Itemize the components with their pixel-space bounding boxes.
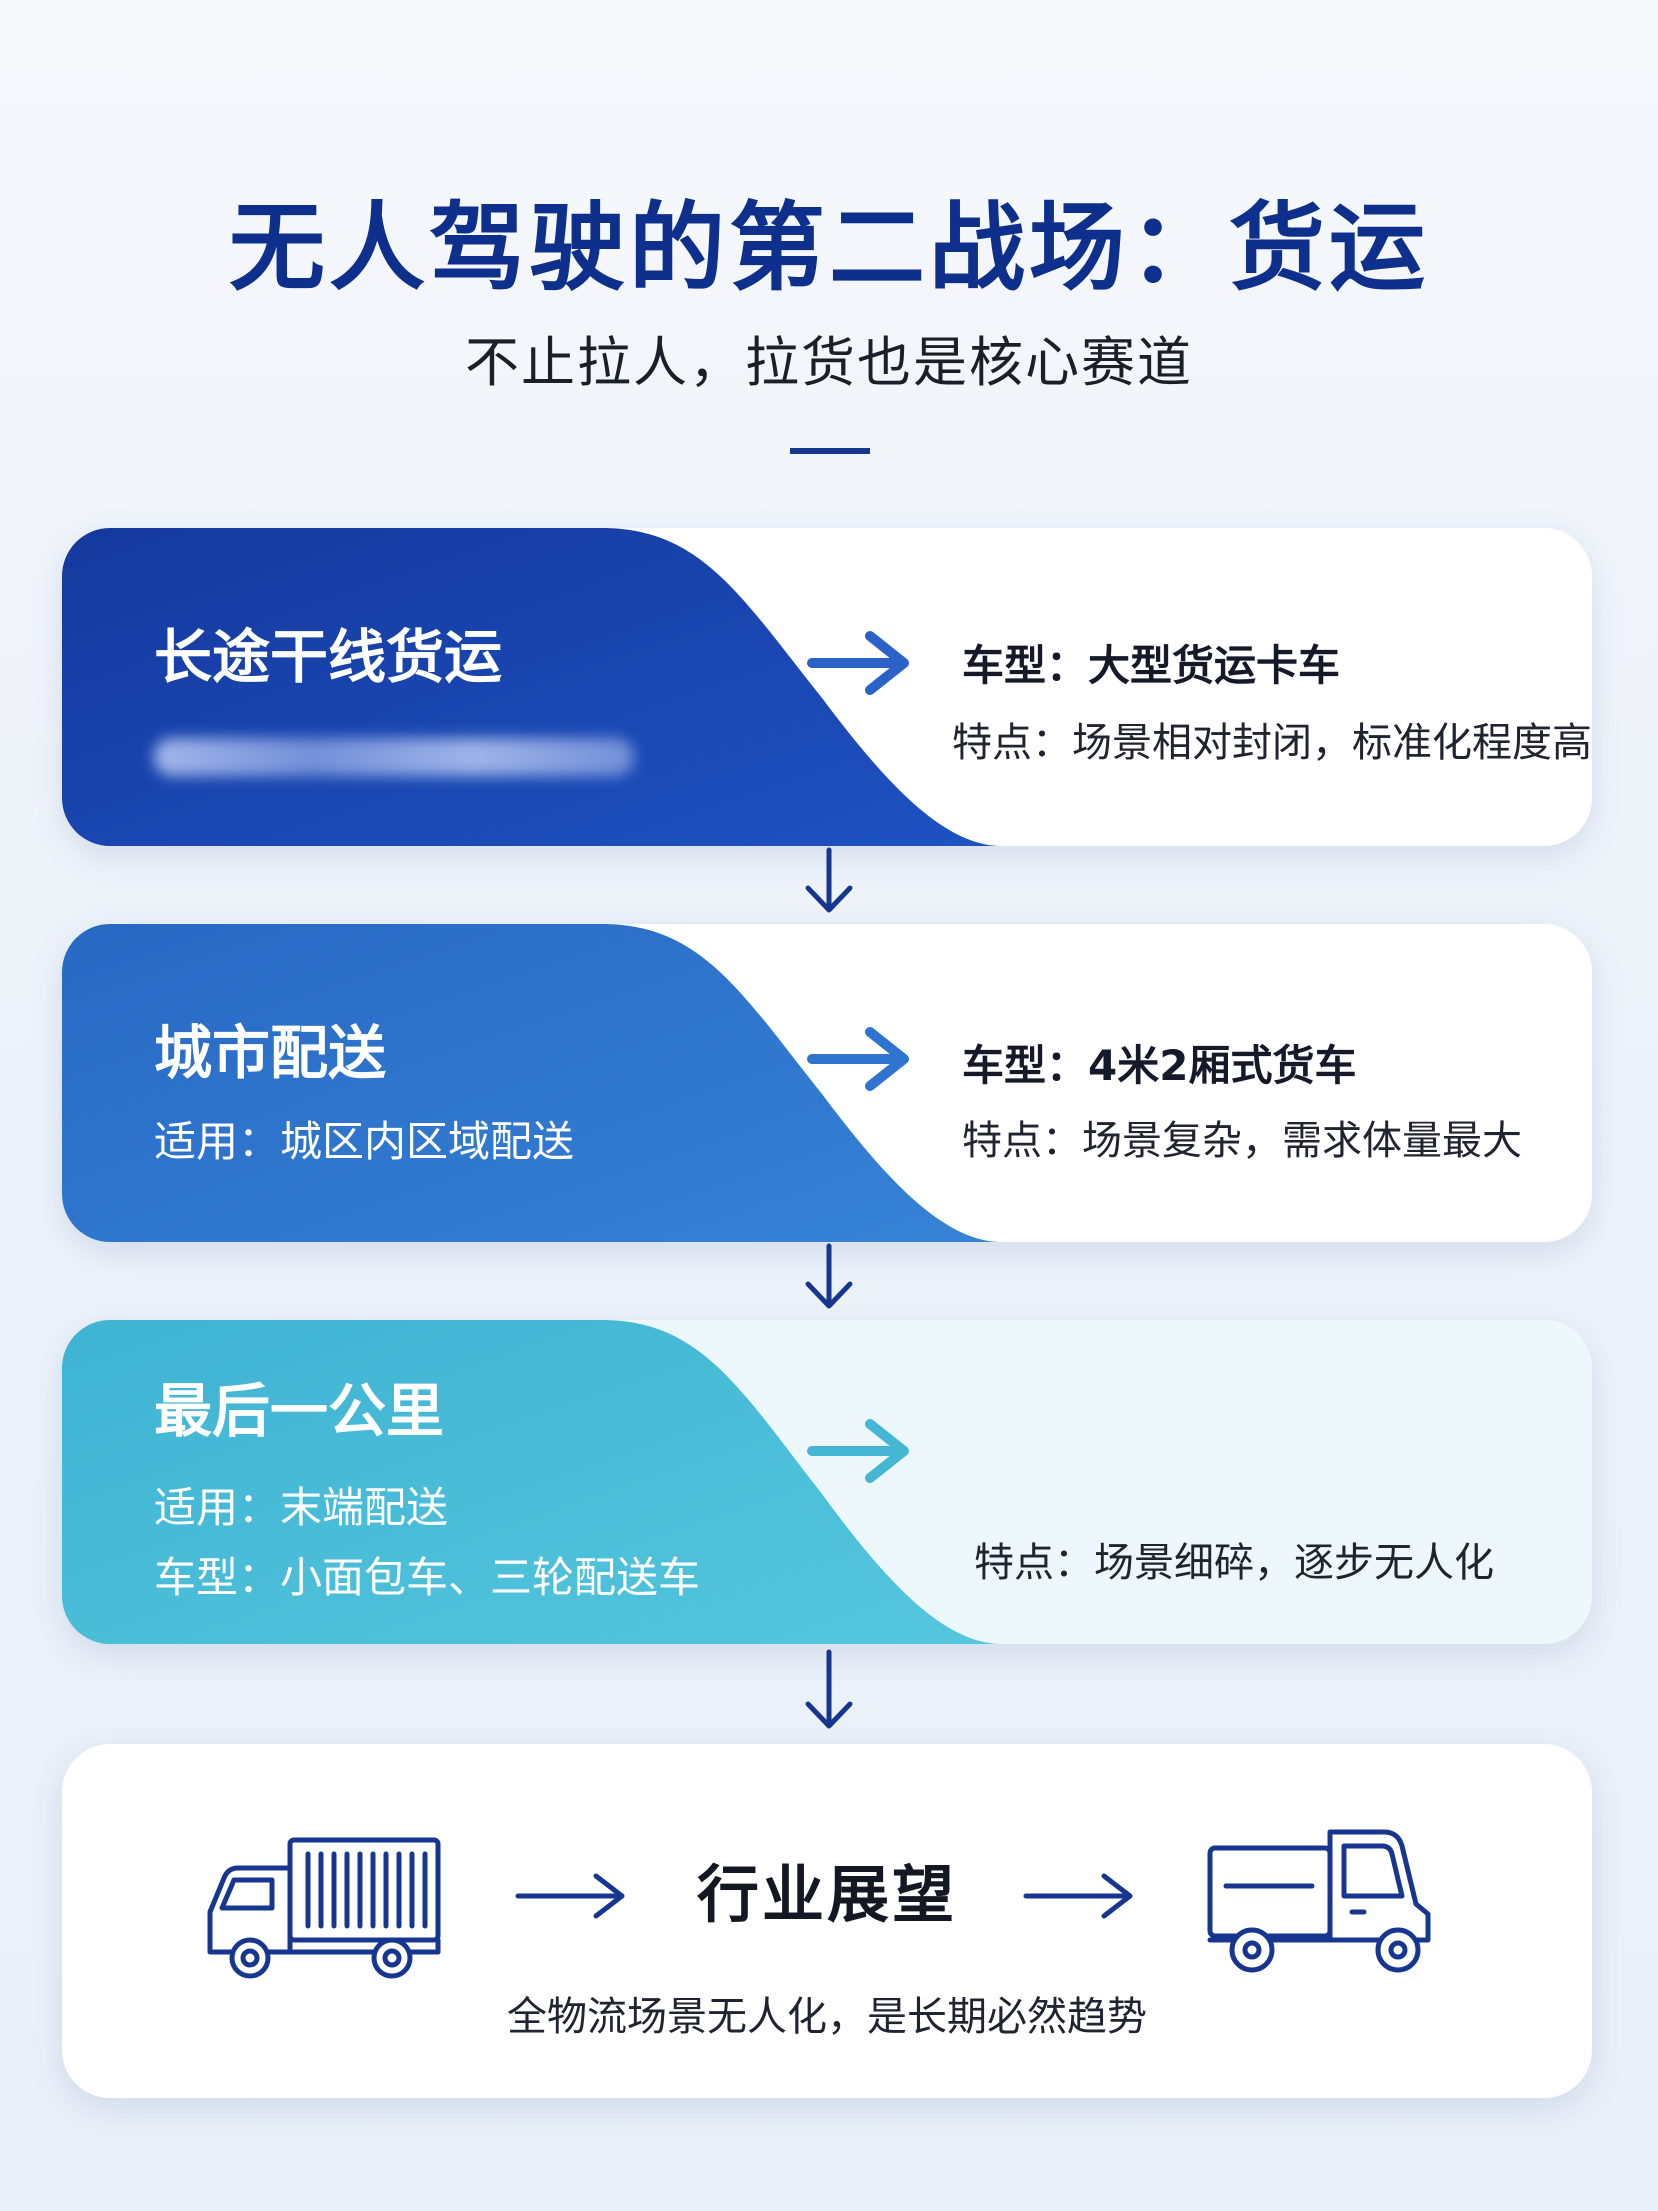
stage-feature: 特点：场景相对封闭，标准化程度高 — [952, 720, 1592, 766]
page-title: 无人驾驶的第二战场：货运 — [229, 192, 1429, 304]
stage-scope: 适用：城区内区域配送 — [154, 1117, 575, 1166]
blurred-text — [154, 738, 634, 776]
arrow-down-icon — [805, 847, 853, 913]
title-divider — [790, 448, 870, 454]
outlook-description: 全物流场景无人化，是长期必然趋势 — [507, 1994, 1147, 2040]
stage-feature: 特点：场景复杂，需求体量最大 — [962, 1118, 1522, 1164]
arrow-right-icon — [1023, 1873, 1133, 1919]
box-truck-icon — [207, 1837, 441, 1979]
outlook-title: 行业展望 — [696, 1858, 957, 1931]
arrow-right-icon — [807, 1027, 909, 1091]
stage-vehicle: 车型：大型货运卡车 — [962, 641, 1341, 690]
stage-scope: 适用：末端配送 — [154, 1483, 449, 1532]
arrow-down-icon — [805, 1649, 853, 1729]
stage-card-left-panel — [62, 1320, 1002, 1644]
delivery-tricycle-icon — [1207, 1829, 1431, 1973]
stage-vehicle: 车型：4米2厢式货车 — [962, 1041, 1357, 1090]
arrow-right-icon — [807, 631, 909, 695]
stage-title: 长途干线货运 — [154, 623, 503, 691]
stage-card-left-panel — [62, 924, 1002, 1242]
stage-feature: 特点：场景细碎，逐步无人化 — [974, 1540, 1494, 1586]
stage-card-long-haul: 长途干线货运 车型：大型货运卡车 特点：场景相对封闭，标准化程度高 — [62, 528, 1592, 846]
arrow-down-icon — [805, 1243, 853, 1309]
stage-title: 城市配送 — [154, 1019, 387, 1087]
stage-vehicle-type: 车型：小面包车、三轮配送车 — [154, 1553, 701, 1602]
stage-card-last-mile: 最后一公里 适用：末端配送 车型：小面包车、三轮配送车 特点：场景细碎，逐步无人… — [62, 1320, 1592, 1644]
arrow-right-icon — [515, 1873, 625, 1919]
industry-outlook-card: 行业展望 全物流场景无人化，是长期必然趋势 — [62, 1744, 1592, 2098]
stage-card-city-delivery: 城市配送 适用：城区内区域配送 车型：4米2厢式货车 特点：场景复杂，需求体量最… — [62, 924, 1592, 1242]
page-subtitle: 不止拉人，拉货也是核心赛道 — [465, 331, 1193, 394]
stage-title: 最后一公里 — [154, 1377, 445, 1445]
arrow-right-icon — [807, 1419, 909, 1483]
